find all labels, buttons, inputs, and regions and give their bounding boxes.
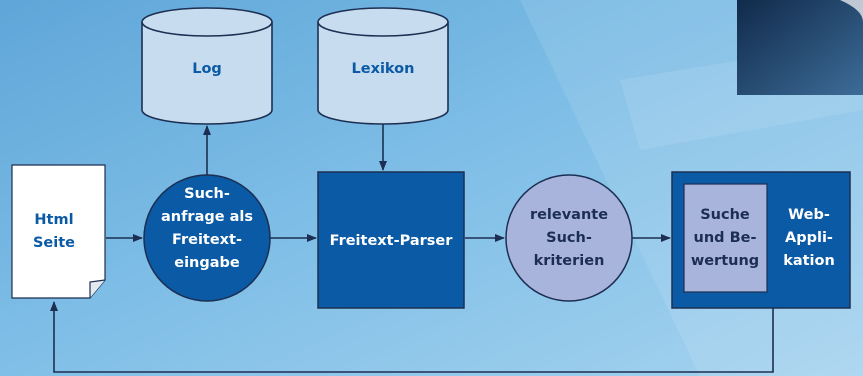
suche-bewertung-line1: Suche [700,207,750,223]
web-applikation-line2: Appli- [785,230,833,246]
web-applikation-box: Suche und Be- wertung Web- Appli- kation [671,171,851,309]
suchkriterien-line3: kriterien [534,253,605,269]
suchkriterien-circle: relevante Such- kriterien [505,174,633,302]
log-cylinder: Log [141,7,273,125]
freitext-parser-label: Freitext-Parser [330,233,454,249]
web-applikation-line3: kation [783,253,835,269]
html-page-label-line2: Seite [33,235,75,251]
html-page-document: Html Seite [11,164,106,299]
suchkriterien-line2: Such- [546,230,592,246]
suchanfrage-line3: Freitext- [172,232,242,248]
suchkriterien-line1: relevante [530,207,608,223]
lexikon-label: Lexikon [352,61,415,77]
log-label: Log [192,61,222,77]
arrow-webapp-return-to-html [50,301,774,373]
corner-photo [737,0,863,95]
web-applikation-line1: Web- [788,207,830,223]
suchanfrage-line2: anfrage als [161,209,253,225]
lexikon-cylinder: Lexikon [317,7,449,125]
suchanfrage-line1: Such- [184,186,230,202]
suche-bewertung-line3: wertung [691,253,759,269]
corner-photo-highlight [840,0,863,22]
suchanfrage-line4: eingabe [174,255,240,271]
suche-bewertung-box [683,183,768,293]
suche-bewertung-line2: und Be- [694,230,757,246]
freitext-parser-box: Freitext-Parser [317,171,465,309]
suchanfrage-circle: Such- anfrage als Freitext- eingabe [143,174,271,302]
html-page-label-line1: Html [34,212,73,228]
